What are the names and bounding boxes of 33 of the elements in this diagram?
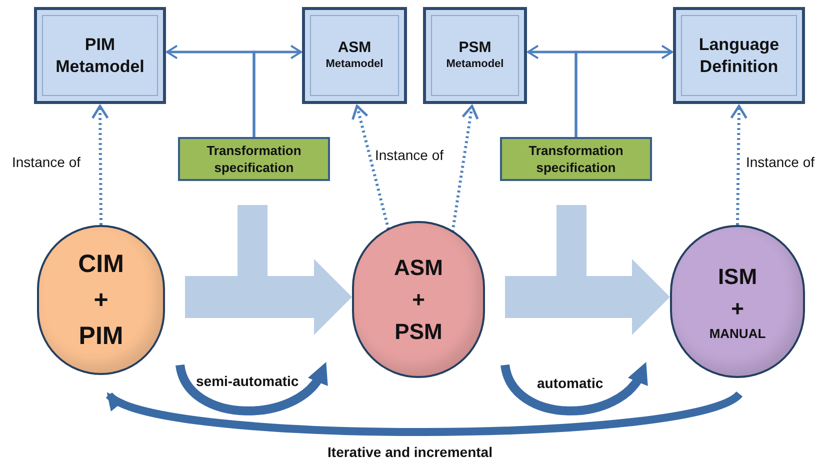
- block-arrow: [185, 259, 352, 335]
- dotted-arrow: [91, 104, 109, 226]
- node-label: PIM Metamodel: [54, 34, 146, 78]
- node-label: Transformation specification: [206, 142, 302, 176]
- transformation-box: [178, 137, 330, 181]
- annotation-label: Instance of: [375, 146, 444, 164]
- block-arrow: [505, 259, 670, 335]
- node-label: PSM: [458, 39, 492, 57]
- arrow: [252, 44, 302, 137]
- metamodel-box: [423, 7, 527, 104]
- node-label: Language Definition: [698, 34, 780, 78]
- edge-label: Instance of: [746, 153, 814, 171]
- node-label: ASM + PSM: [393, 254, 444, 346]
- node-label: MANUAL: [709, 324, 766, 342]
- node-label: Metamodel: [446, 57, 504, 72]
- metamodel-box: [34, 7, 166, 104]
- node-label: Transformation specification: [528, 142, 624, 176]
- dotted-arrow: [352, 104, 390, 230]
- node-label: CIM + PIM: [77, 249, 125, 352]
- arrow-caption: automatic: [537, 374, 604, 392]
- dotted-arrow: [451, 104, 479, 232]
- metamodel-box: [302, 7, 407, 104]
- node-label: ISM +: [716, 262, 758, 322]
- arrow-caption: semi-automatic: [196, 372, 299, 390]
- metamodel-box: [673, 7, 805, 104]
- edge-label: Iterative and incremental: [326, 443, 494, 461]
- node-label: ASM: [338, 39, 372, 57]
- node-label: Metamodel: [326, 57, 384, 72]
- arrow: [574, 44, 673, 137]
- transformation-box: [500, 137, 652, 181]
- dotted-arrow: [730, 104, 748, 226]
- edge-label: Instance of: [12, 153, 80, 171]
- curved-arrow: [106, 390, 742, 436]
